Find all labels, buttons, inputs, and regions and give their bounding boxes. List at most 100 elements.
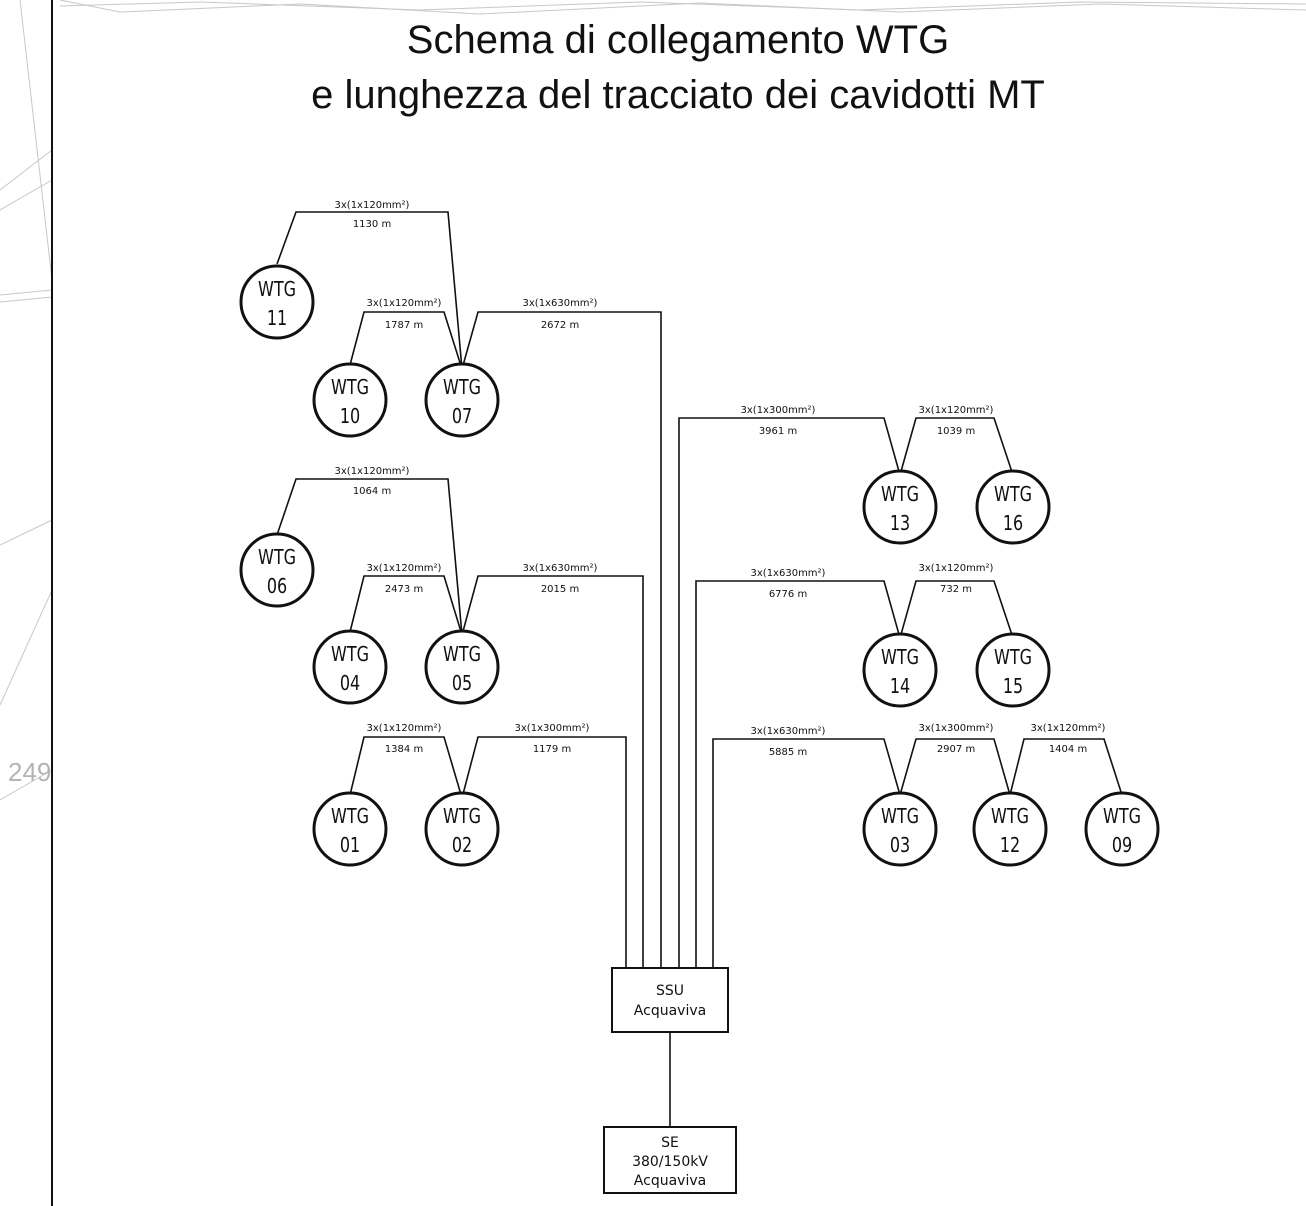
wtg-circle — [424, 362, 500, 438]
cable-route-wtg06-wtg05 — [276, 478, 463, 636]
cable-route-wtg07-ssu — [461, 311, 662, 968]
cable-length-wtg11-wtg07: 1130 m — [353, 219, 391, 230]
wtg-12: WTG 12 — [972, 791, 1048, 867]
wtg-label: WTG — [994, 646, 1032, 669]
cable-route-wtg10-wtg07 — [349, 311, 463, 370]
wtg-label: WTG — [331, 376, 369, 399]
cable-spec-wtg10-wtg07: 3x(1x120mm²) — [367, 298, 442, 309]
wtg-circle — [862, 469, 938, 545]
ssu-substation: SSU Acquaviva — [611, 967, 729, 1033]
ssu-name: SSU — [656, 983, 684, 999]
wtg-label: WTG — [258, 546, 296, 569]
cable-length-wtg12-wtg03: 2907 m — [937, 744, 975, 755]
cable-length-wtg02-ssu: 1179 m — [533, 744, 571, 755]
diagram-title-line-2: e lunghezza del tracciato dei cavidotti … — [311, 73, 1045, 117]
wtg-number: 05 — [452, 672, 472, 695]
background-map-label: 249 — [8, 757, 51, 787]
cable-spec-wtg04-wtg05: 3x(1x120mm²) — [367, 563, 442, 574]
wtg-label: WTG — [994, 483, 1032, 506]
wtg-number: 04 — [340, 672, 360, 695]
cable-length-wtg15-wtg14: 732 m — [940, 584, 972, 595]
wtg-number: 15 — [1003, 675, 1023, 698]
cable-spec-wtg07-ssu: 3x(1x630mm²) — [523, 298, 598, 309]
ssu-location: Acquaviva — [634, 1003, 706, 1019]
wtg-07: WTG 07 — [424, 362, 500, 438]
wtg-number: 13 — [890, 512, 910, 535]
cable-length-wtg03-ssu: 5885 m — [769, 747, 807, 758]
cable-route-wtg11-wtg07 — [276, 211, 463, 370]
wtg-circle — [975, 469, 1051, 545]
wtg-02: WTG 02 — [424, 791, 500, 867]
cable-route-wtg04-wtg05 — [349, 575, 463, 636]
cable-spec-wtg14-ssu: 3x(1x630mm²) — [751, 568, 826, 579]
wtg-label: WTG — [1103, 805, 1141, 828]
wtg-circle — [312, 629, 388, 705]
se-name: SE — [661, 1135, 679, 1151]
cable-spec-wtg11-wtg07: 3x(1x120mm²) — [335, 200, 410, 211]
cable-route-wtg09-wtg12 — [1009, 738, 1123, 796]
wtg-number: 07 — [452, 405, 472, 428]
cable-spec-wtg16-wtg13: 3x(1x120mm²) — [919, 405, 994, 416]
wtg-05: WTG 05 — [424, 629, 500, 705]
cable-route-wtg13-ssu — [678, 417, 901, 968]
wtg-number: 02 — [452, 834, 472, 857]
cable-spec-wtg06-wtg05: 3x(1x120mm²) — [335, 466, 410, 477]
cable-length-wtg04-wtg05: 2473 m — [385, 584, 423, 595]
ssu-box — [611, 967, 729, 1033]
wtg-circle — [424, 629, 500, 705]
se-grid-station: SE 380/150kV Acquaviva — [603, 1126, 737, 1194]
wtg-01: WTG 01 — [312, 791, 388, 867]
cable-route-wtg05-ssu — [461, 575, 644, 968]
cable-spec-wtg02-ssu: 3x(1x300mm²) — [515, 723, 590, 734]
cable-spec-wtg12-wtg03: 3x(1x300mm²) — [919, 723, 994, 734]
wtg-14: WTG 14 — [862, 632, 938, 708]
wtg-number: 06 — [267, 575, 287, 598]
cable-labels: 3x(1x120mm²) 1130 m 3x(1x120mm²) 1787 m … — [335, 200, 1106, 758]
wtg-circle — [1084, 791, 1160, 867]
cable-spec-wtg09-wtg12: 3x(1x120mm²) — [1031, 723, 1106, 734]
cable-route-wtg12-wtg03 — [899, 738, 1011, 796]
cable-spec-wtg05-ssu: 3x(1x630mm²) — [523, 563, 598, 574]
cable-length-wtg14-ssu: 6776 m — [769, 589, 807, 600]
cable-length-wtg13-ssu: 3961 m — [759, 426, 797, 437]
wtg-label: WTG — [331, 643, 369, 666]
cable-route-wtg02-ssu — [461, 736, 627, 968]
wtg-label: WTG — [443, 376, 481, 399]
diagram-title-line-1: Schema di collegamento WTG — [407, 18, 949, 62]
cable-spec-wtg01-wtg02: 3x(1x120mm²) — [367, 723, 442, 734]
cable-route-wtg15-wtg14 — [899, 580, 1014, 639]
cable-length-wtg05-ssu: 2015 m — [541, 584, 579, 595]
cable-routes — [276, 211, 1123, 1127]
se-location: Acquaviva — [634, 1173, 706, 1189]
wtg-13: WTG 13 — [862, 469, 938, 545]
cable-spec-wtg15-wtg14: 3x(1x120mm²) — [919, 563, 994, 574]
wtg-10: WTG 10 — [312, 362, 388, 438]
cable-length-wtg06-wtg05: 1064 m — [353, 486, 391, 497]
cable-length-wtg16-wtg13: 1039 m — [937, 426, 975, 437]
cable-route-wtg16-wtg13 — [899, 417, 1014, 476]
wtg-label: WTG — [443, 643, 481, 666]
wtg-circle — [312, 362, 388, 438]
wtg-circle — [312, 791, 388, 867]
wtg-circle — [862, 632, 938, 708]
wtg-number: 10 — [340, 405, 360, 428]
wtg-circle — [862, 791, 938, 867]
background-map — [0, 0, 1306, 801]
wtg-11: WTG 11 — [239, 264, 315, 340]
wtg-15: WTG 15 — [975, 632, 1051, 708]
wtg-label: WTG — [443, 805, 481, 828]
wtg-circle — [975, 632, 1051, 708]
wtg-circle — [972, 791, 1048, 867]
wtg-04: WTG 04 — [312, 629, 388, 705]
wtg-number: 11 — [267, 307, 287, 330]
wtg-number: 14 — [890, 675, 910, 698]
cable-length-wtg01-wtg02: 1384 m — [385, 744, 423, 755]
wtg-circle — [239, 532, 315, 608]
cable-spec-wtg13-ssu: 3x(1x300mm²) — [741, 405, 816, 416]
wtg-label: WTG — [881, 483, 919, 506]
cable-route-wtg14-ssu — [695, 580, 901, 968]
wtg-number: 03 — [890, 834, 910, 857]
wtg-number: 16 — [1003, 512, 1023, 535]
cable-length-wtg07-ssu: 2672 m — [541, 320, 579, 331]
